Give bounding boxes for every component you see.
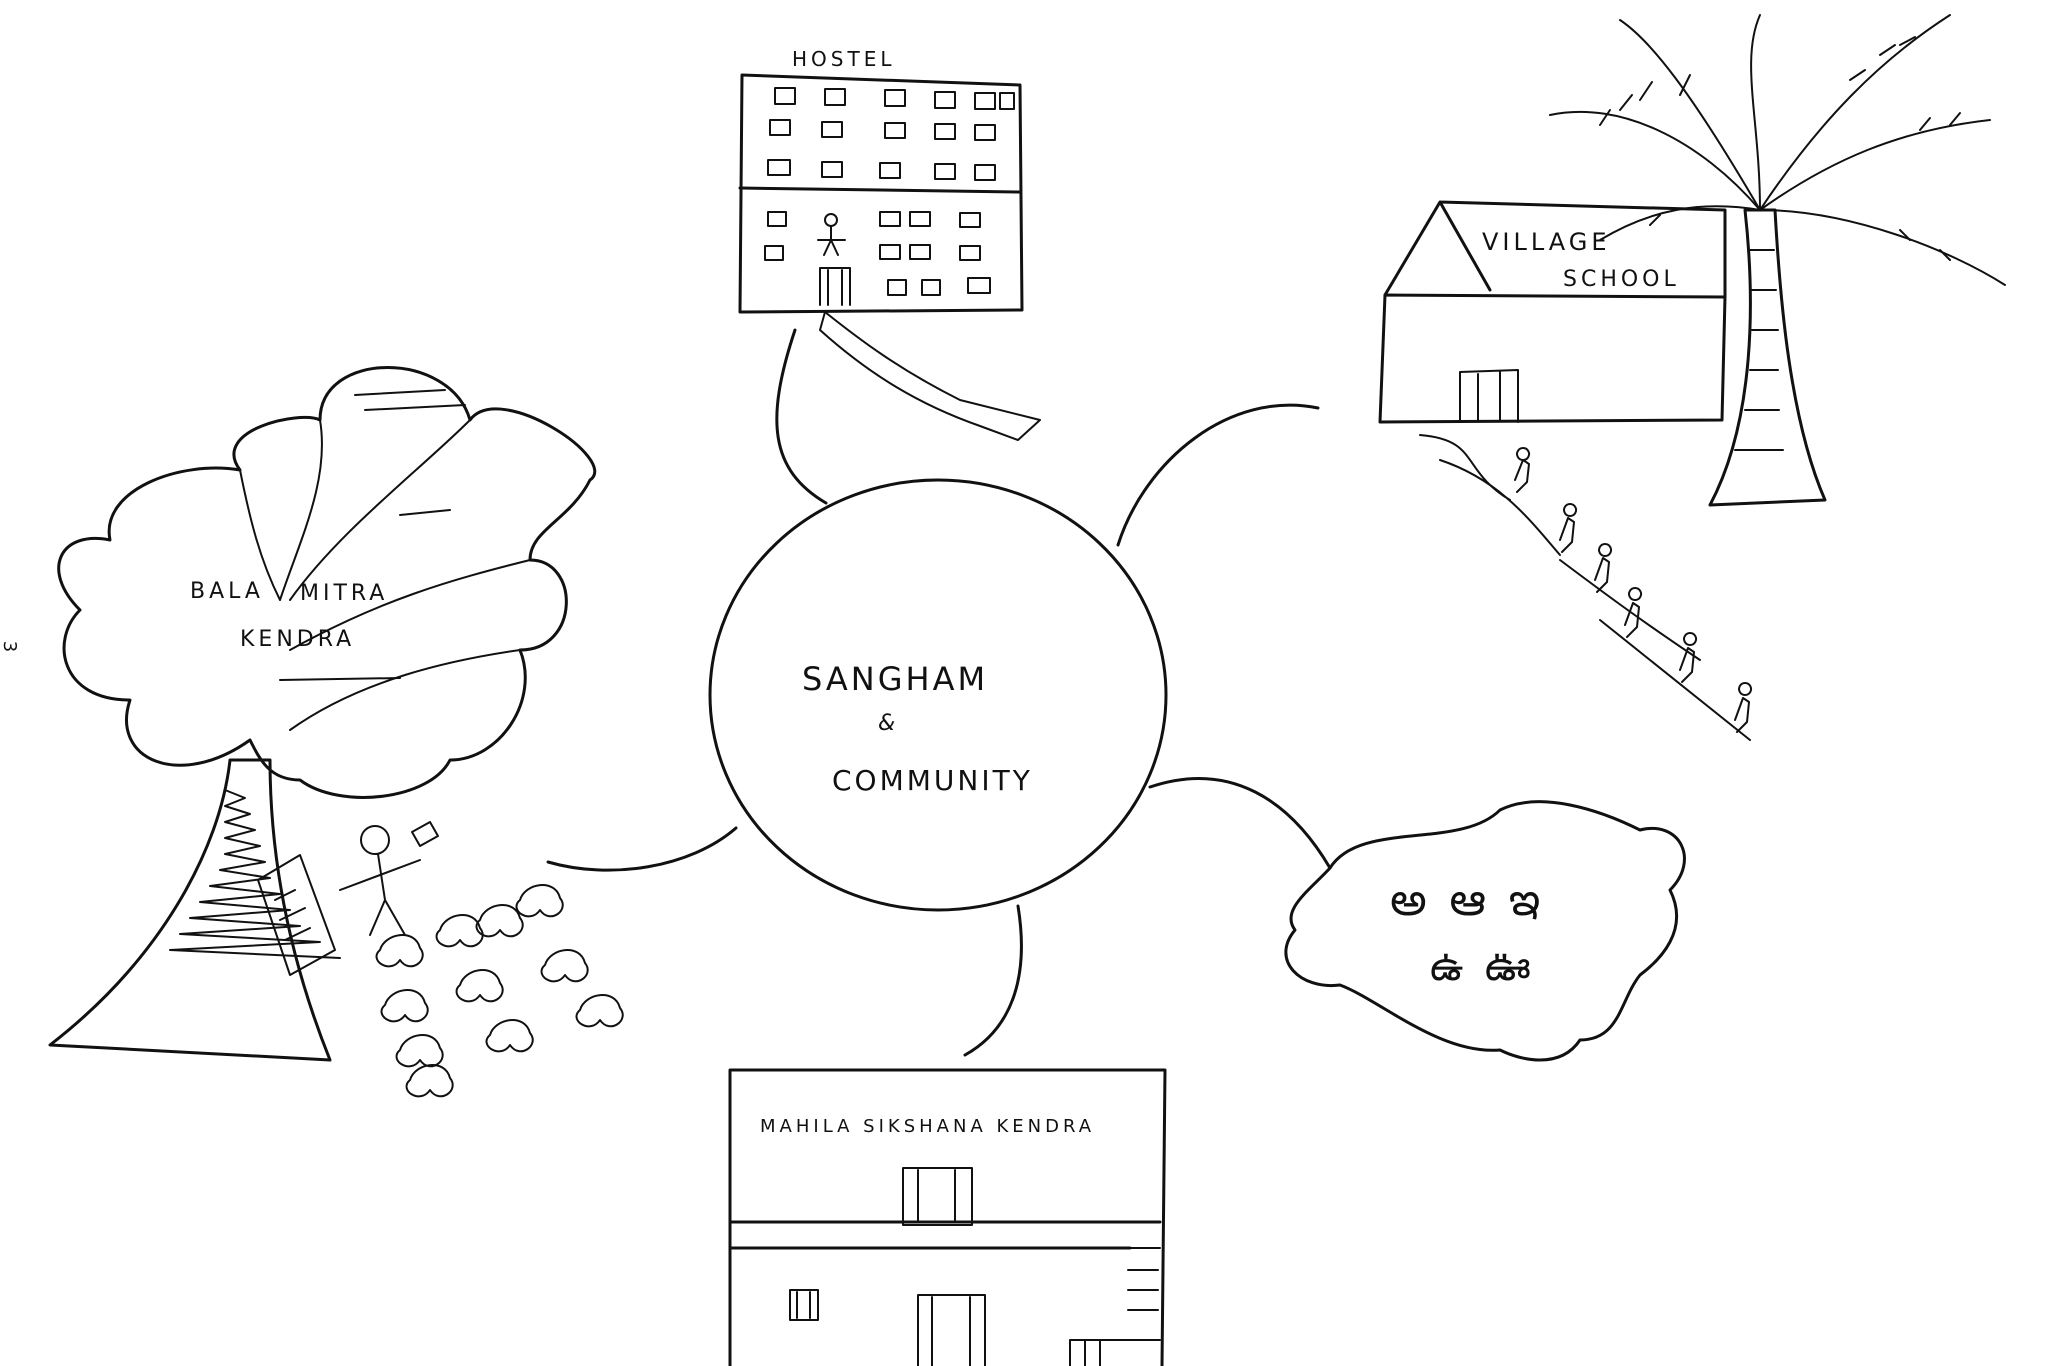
canopy-shading — [279, 389, 466, 681]
school-walkway — [1419, 434, 1751, 741]
teacher-figure — [339, 821, 439, 936]
mahila-stairs — [1069, 1247, 1161, 1366]
mahila-floor-line — [728, 1220, 1162, 1250]
trunk-zigzag — [169, 789, 341, 959]
blackboard — [257, 854, 336, 976]
hostel-label: HOSTEL — [792, 47, 895, 71]
palm-tree — [1549, 14, 2006, 507]
script-cloud: అ ఆ ఇ ఉ ఊ — [1284, 800, 1686, 1062]
mahila-sikshana-kendra: MAHILA SIKSHANA KENDRA — [728, 1068, 1167, 1366]
mitra-label: MITRA — [300, 581, 388, 606]
connector-mahila — [963, 904, 1023, 1057]
palm-trunk — [1708, 208, 1827, 507]
mahila-door-lower — [917, 1294, 986, 1366]
hostel-windows — [764, 87, 1015, 296]
script-row-1: అ ఆ ఇ — [1390, 872, 1544, 926]
center-title-community: COMMUNITY — [832, 764, 1033, 797]
palm-trunk-rings — [1734, 249, 1784, 451]
center-title-sangham: SANGHAM — [802, 660, 988, 698]
mahila-outline — [728, 1068, 1167, 1366]
school-outline — [1378, 293, 1727, 424]
mahila-door-upper — [902, 1167, 973, 1226]
mahila-window — [789, 1289, 819, 1321]
school-label-school: SCHOOL — [1563, 267, 1680, 292]
hostel-path — [819, 311, 1041, 441]
tree-canopy — [57, 366, 597, 799]
seated-children — [375, 884, 624, 1098]
walking-children — [1514, 447, 1753, 733]
school-door — [1459, 369, 1519, 423]
bala-label: BALA — [190, 579, 264, 604]
connector-village-school — [1116, 403, 1320, 547]
connector-bala-mitra — [546, 826, 738, 872]
tree-canopy-lobes — [239, 419, 531, 731]
connector-hostel — [775, 328, 828, 505]
palm-fronds — [1549, 14, 2006, 286]
script-row-2: ఉ ఊ — [1430, 941, 1535, 990]
center-ampersand: & — [878, 711, 898, 736]
center-hub: SANGHAM & COMMUNITY — [708, 478, 1168, 912]
connector-script-cloud — [1148, 777, 1332, 870]
school-roof — [1383, 200, 1727, 299]
hostel-building: HOSTEL — [738, 47, 1041, 441]
connectors — [546, 328, 1332, 1057]
hostel-door — [819, 267, 851, 306]
hostel-stick-figure — [817, 213, 846, 256]
kendra-label: KENDRA — [240, 627, 355, 652]
hostel-outline — [738, 73, 1024, 314]
mahila-label: MAHILA SIKSHANA KENDRA — [760, 1116, 1095, 1137]
tree-trunk — [48, 758, 332, 1062]
bala-mitra-kendra: BALA MITRA KENDRA — [48, 366, 624, 1098]
cloud-outline — [1284, 800, 1686, 1062]
school-label-village: VILLAGE — [1482, 228, 1611, 256]
hostel-floor-line — [738, 186, 1022, 194]
village-school: VILLAGE SCHOOL — [1378, 200, 1753, 741]
center-circle — [708, 478, 1168, 912]
